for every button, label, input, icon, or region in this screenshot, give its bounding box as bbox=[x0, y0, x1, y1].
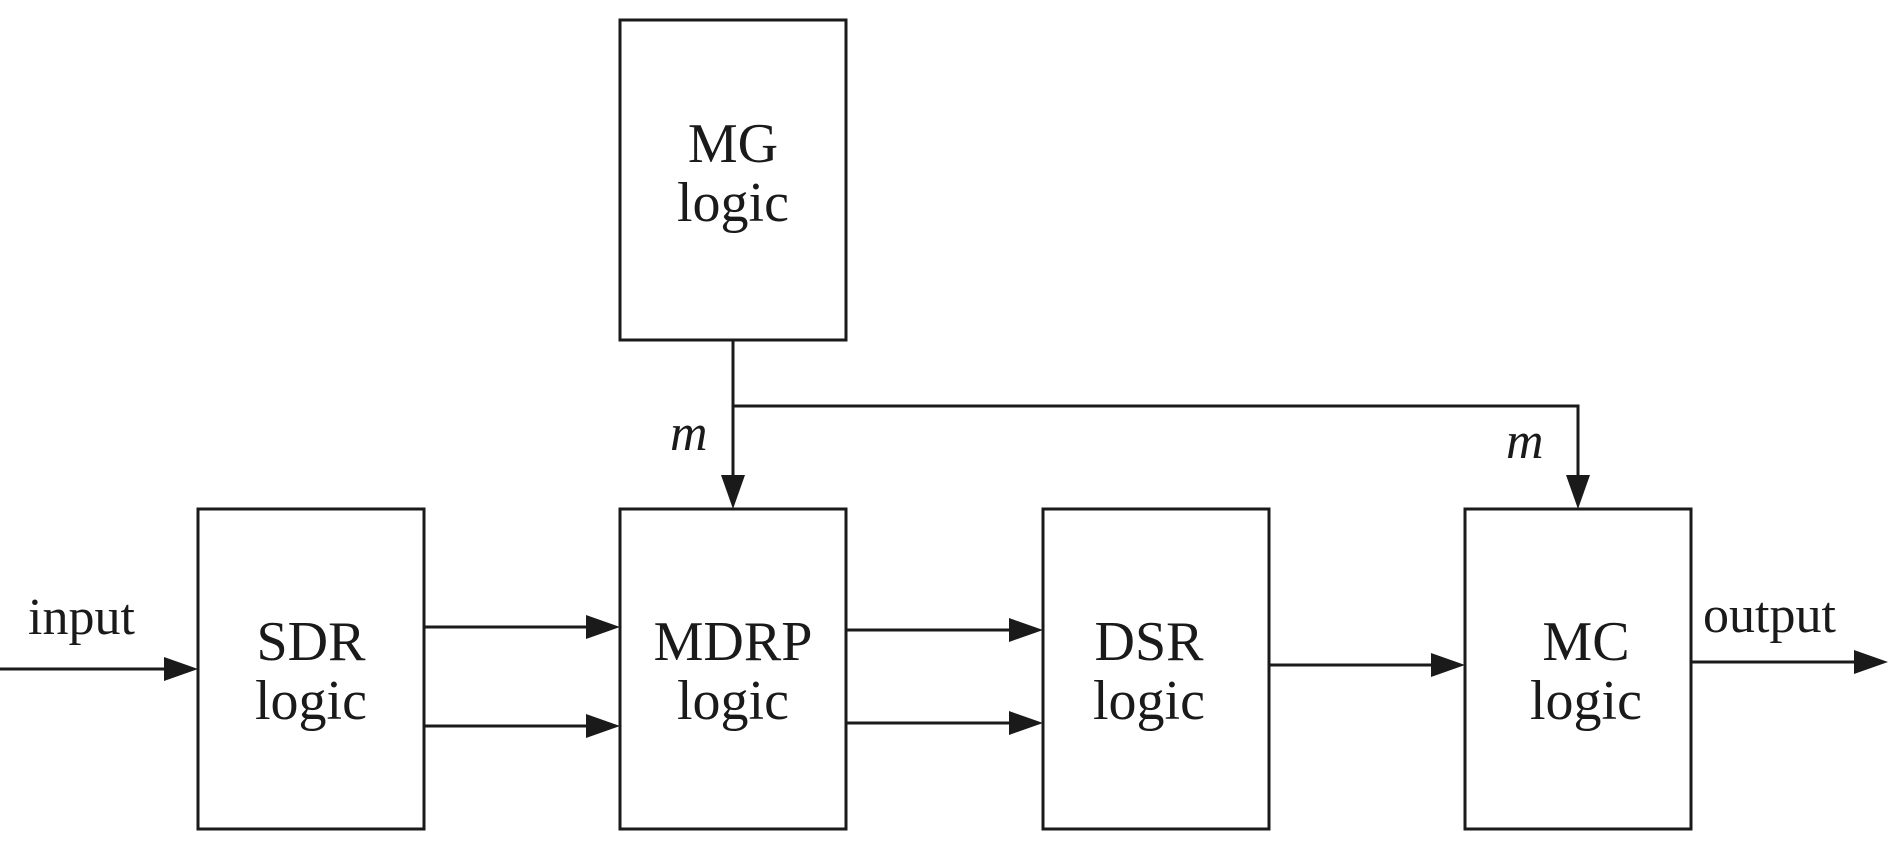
mdrp-logic-label-line2: logic bbox=[677, 670, 789, 732]
m-label-mdrp: m bbox=[670, 405, 708, 462]
mc-logic-block: MC logic bbox=[1463, 507, 1693, 831]
dsr-to-mc-arrow bbox=[1269, 653, 1465, 677]
mdrp-logic-label-line1: MDRP bbox=[654, 611, 813, 673]
mg-to-mc-arrow bbox=[733, 404, 1590, 509]
dsr-logic-label-line1: DSR bbox=[1095, 611, 1205, 673]
mg-logic-block: MG logic bbox=[618, 18, 848, 342]
sdr-logic-label-line1: SDR bbox=[257, 611, 367, 673]
mc-logic-label-line1: MC bbox=[1542, 611, 1629, 673]
output-arrow bbox=[1691, 650, 1888, 674]
m-label-mc: m bbox=[1506, 413, 1544, 470]
mc-logic-label-line2: logic bbox=[1530, 670, 1642, 732]
dsr-logic-label-line2: logic bbox=[1093, 670, 1205, 732]
mg-to-mdrp-arrow bbox=[721, 340, 745, 509]
output-label: output bbox=[1703, 587, 1836, 644]
input-label: input bbox=[28, 589, 135, 646]
sdr-logic-label-line2: logic bbox=[255, 670, 367, 732]
sdr-logic-block: SDR logic bbox=[196, 507, 426, 831]
input-arrow bbox=[0, 657, 198, 681]
mdrp-to-dsr-arrow-lower bbox=[846, 711, 1043, 735]
sdr-to-mdrp-arrow-upper bbox=[424, 615, 620, 639]
dsr-logic-block: DSR logic bbox=[1041, 507, 1271, 831]
sdr-to-mdrp-arrow-lower bbox=[424, 714, 620, 738]
mg-logic-label-line1: MG bbox=[688, 113, 778, 175]
mg-logic-label-line2: logic bbox=[677, 172, 789, 234]
mdrp-to-dsr-arrow-upper bbox=[846, 618, 1043, 642]
mdrp-logic-block: MDRP logic bbox=[618, 507, 848, 831]
